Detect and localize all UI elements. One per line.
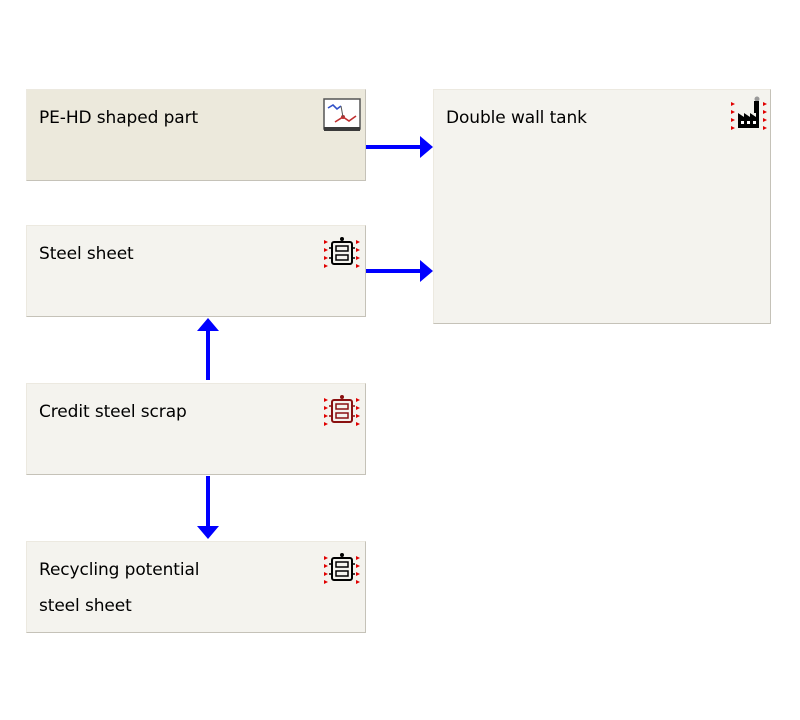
node-label-line: steel sheet [39,596,132,616]
node-label: Steel sheet [39,236,134,272]
node-label: PE-HD shaped part [39,100,198,136]
node-steel-sheet[interactable]: Steel sheet [26,225,366,317]
arrow-pehd-to-tank [366,136,433,158]
unit-process-icon[interactable] [323,550,361,586]
node-label-line: Recycling potential [39,560,200,580]
factory-icon[interactable] [730,96,768,132]
node-label: Credit steel scrap [39,394,187,430]
arrow-credit-to-recycling [197,476,219,539]
node-pe-hd-shaped-part[interactable]: PE-HD shaped part [26,89,366,181]
node-label-line: PE-HD shaped part [39,108,199,128]
arrow-credit-to-steel [197,318,219,380]
unit-process-icon[interactable] [323,234,361,270]
node-label-line: Double wall tank [446,108,587,128]
node-label-line: Steel sheet [39,244,134,264]
node-double-wall-tank[interactable]: Double wall tank [433,89,771,324]
node-label-line: Credit steel scrap [39,402,187,422]
node-credit-steel-scrap[interactable]: Credit steel scrap [26,383,366,475]
node-label: Double wall tank [446,100,587,136]
node-recycling-potential-steel-sheet[interactable]: Recycling potential steel sheet [26,541,366,633]
product-flow-chart-icon[interactable] [323,98,361,134]
node-label: Recycling potential steel sheet [39,552,200,624]
credit-process-icon[interactable] [323,392,361,428]
arrow-steel-to-tank [366,260,433,282]
